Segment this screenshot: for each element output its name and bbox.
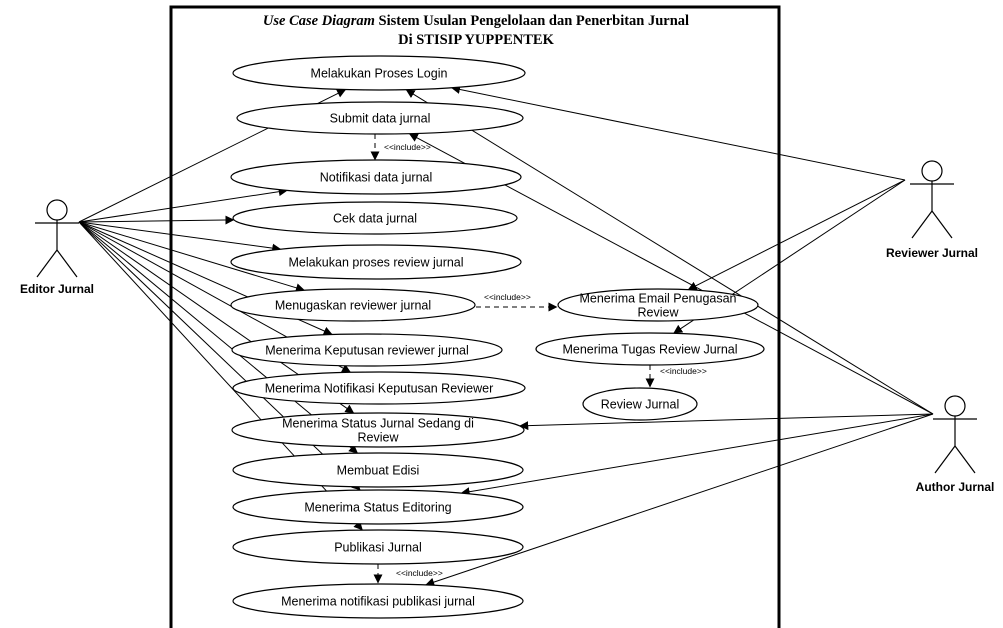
use-case-label: Menerima Keputusan reviewer jurnal — [265, 344, 469, 358]
association-line — [519, 413, 934, 431]
association-lines — [78, 85, 934, 587]
use-case-keputusan: Menerima Keputusan reviewer jurnal — [231, 333, 503, 367]
diagram-title-line2: Di STISIP YUPPENTEK — [398, 32, 554, 48]
use-case-submit: Submit data jurnal — [236, 101, 524, 135]
use-case-assign: Menugaskan reviewer jurnal — [230, 288, 476, 322]
use-case-notif-keputusan: Menerima Notifikasi Keputusan Reviewer — [232, 371, 526, 405]
include-label: <<include>> — [384, 142, 431, 152]
include-label: <<include>> — [484, 292, 531, 302]
actor-left-leg — [36, 249, 58, 278]
association-line — [78, 221, 305, 293]
actor-label: Reviewer Jurnal — [886, 246, 978, 260]
use-case-label: Review — [638, 306, 680, 320]
actor-reviewer: Reviewer Jurnal — [886, 160, 978, 260]
use-case-ellipse — [232, 529, 524, 565]
use-case-label: Menerima Status Editoring — [304, 501, 451, 515]
use-case-ellipse — [582, 387, 698, 421]
use-case-label: Notifikasi data jurnal — [320, 171, 433, 185]
use-case-label: Review Jurnal — [601, 398, 680, 412]
use-case-notif-data: Notifikasi data jurnal — [230, 159, 522, 195]
actor-head — [46, 199, 68, 221]
use-case-login: Melakukan Proses Login — [232, 55, 526, 91]
association-line — [78, 215, 235, 225]
use-case-label: Menerima Status Jurnal Sedang di — [282, 417, 474, 431]
actor-right-leg — [954, 445, 976, 474]
actor-head — [921, 160, 943, 182]
actor-right-leg — [931, 210, 953, 239]
use-case-label: Menugaskan reviewer jurnal — [275, 299, 431, 313]
use-case-status-edit: Menerima Status Editoring — [232, 489, 524, 525]
use-case-tugas-review: Menerima Tugas Review Jurnal — [535, 332, 765, 366]
use-case-ellipse — [230, 288, 476, 322]
include-label: <<include>> — [660, 366, 707, 376]
use-case-ellipse — [231, 333, 503, 367]
use-case-label: Cek data jurnal — [333, 212, 417, 226]
use-case-label: Melakukan Proses Login — [311, 67, 448, 81]
include-label: <<include>> — [396, 568, 443, 578]
use-case-label: Membuat Edisi — [337, 464, 420, 478]
use-case-label: Melakukan proses review jurnal — [288, 256, 463, 270]
use-case-ellipse — [236, 101, 524, 135]
association-line — [425, 413, 934, 587]
use-case-ellipse — [232, 55, 526, 91]
actor-label: Author Jurnal — [916, 480, 995, 494]
use-case-review-proc: Melakukan proses review jurnal — [230, 244, 522, 280]
use-case-review-jurnal: Review Jurnal — [582, 387, 698, 421]
use-case-edisi: Membuat Edisi — [232, 452, 524, 488]
actor-head — [944, 395, 966, 417]
use-case-label: Menerima Email Penugasan — [579, 292, 736, 306]
use-case-label: Review — [358, 431, 400, 445]
association-line — [78, 221, 282, 253]
association-line — [460, 413, 934, 497]
actor-label: Editor Jurnal — [20, 282, 94, 296]
use-case-ellipse — [232, 583, 524, 619]
use-case-label: Publikasi Jurnal — [334, 541, 422, 555]
use-case-ellipse — [557, 288, 759, 322]
use-case-label: Menerima notifikasi publikasi jurnal — [281, 595, 475, 609]
use-case-ellipse — [230, 159, 522, 195]
association-line — [78, 187, 288, 223]
use-case-ellipse — [230, 244, 522, 280]
association-line — [405, 89, 934, 415]
actor-editor: Editor Jurnal — [20, 199, 94, 296]
use-case-publikasi: Publikasi Jurnal — [232, 529, 524, 565]
include-relations: <<include>> <<include>> <<include>> <<inclu… — [370, 134, 707, 584]
use-case-label: Menerima Tugas Review Jurnal — [562, 343, 737, 357]
use-case-ellipse — [535, 332, 765, 366]
actor-left-leg — [934, 445, 956, 474]
diagram-title-line1: Use Case Diagram Sistem Usulan Pengelola… — [263, 13, 689, 29]
use-case-ellipse — [232, 452, 524, 488]
use-case-ellipse — [232, 489, 524, 525]
use-case-ellipse — [232, 201, 518, 235]
actor-author: Author Jurnal — [916, 395, 995, 494]
use-case-label: Menerima Notifikasi Keputusan Reviewer — [265, 382, 494, 396]
actor-left-leg — [911, 210, 933, 239]
use-case-ellipse — [232, 371, 526, 405]
use-case-notif-pub: Menerima notifikasi publikasi jurnal — [232, 583, 524, 619]
association-line — [687, 179, 906, 291]
actor-right-leg — [56, 249, 78, 278]
system-boundary — [169, 5, 781, 628]
use-case-cek: Cek data jurnal — [232, 201, 518, 235]
use-case-label: Submit data jurnal — [330, 112, 431, 126]
use-case-ellipse — [231, 412, 525, 448]
association-line — [451, 85, 906, 181]
